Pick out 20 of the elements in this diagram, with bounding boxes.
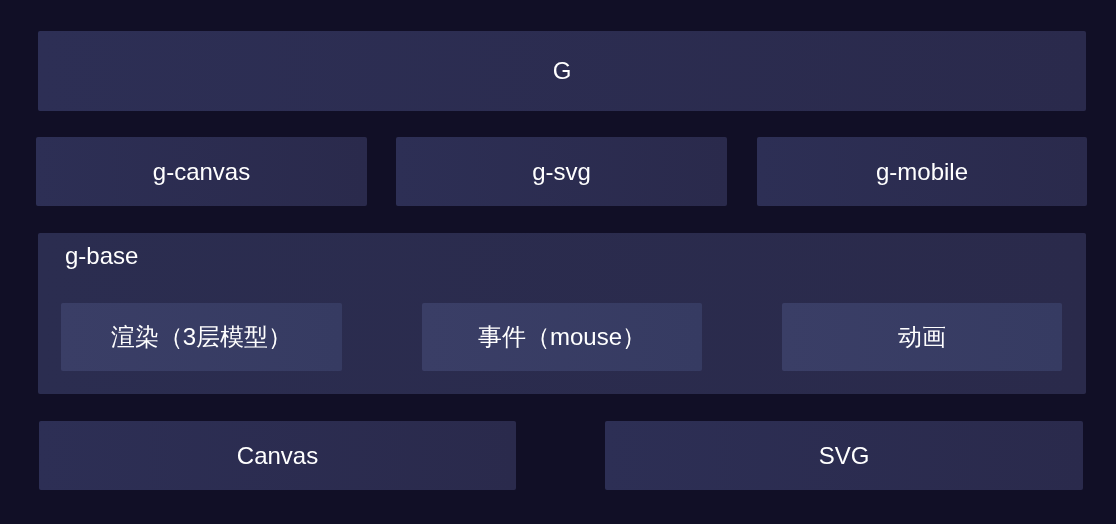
block-label: Canvas	[236, 440, 319, 471]
block-label: 事件（mouse）	[477, 322, 646, 352]
panel-title: g-base	[65, 241, 139, 271]
block-label: SVG	[818, 440, 870, 471]
feature-block	[422, 303, 702, 371]
block-label: G	[552, 56, 572, 86]
block-label: g-canvas	[152, 156, 251, 187]
layer-block	[605, 421, 1083, 490]
feature-block	[782, 303, 1062, 371]
layer-block	[396, 137, 727, 206]
layer-block	[38, 31, 1086, 111]
module-panel	[38, 233, 1086, 394]
block-label: 动画	[898, 322, 946, 352]
block-label: g-svg	[532, 156, 591, 187]
block-label: g-mobile	[875, 156, 968, 187]
feature-block	[61, 303, 342, 371]
layer-block	[39, 421, 516, 490]
block-label: 渲染（3层模型）	[110, 322, 293, 352]
layer-block	[757, 137, 1087, 206]
layer-block	[36, 137, 367, 206]
